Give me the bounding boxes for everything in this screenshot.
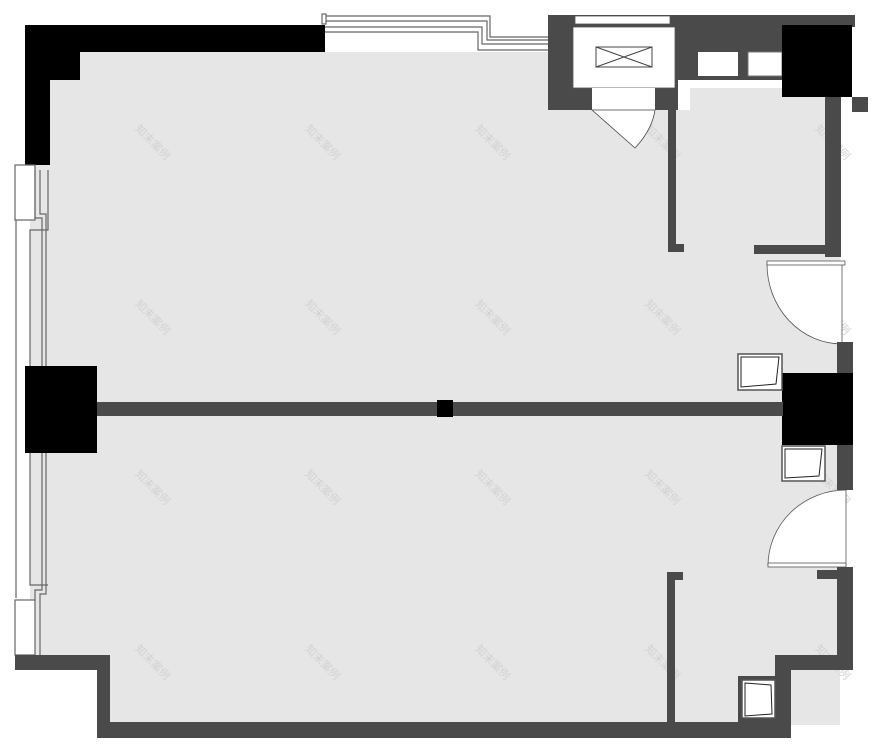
structural-column-top-left: [25, 25, 325, 165]
door-lower: [767, 489, 847, 568]
window-top: [321, 13, 548, 51]
door-upper: [766, 260, 846, 345]
door-swing-icon: [590, 109, 656, 149]
elevator-shaft-icon: [595, 46, 653, 68]
fixture-lower: [741, 679, 776, 719]
interior-partitions: [667, 110, 840, 725]
window-left: [14, 164, 49, 656]
elevator-core: [548, 15, 678, 149]
wall-top-right: [677, 15, 868, 257]
fixture-upper: [737, 353, 783, 391]
fixture-middle: [781, 445, 826, 482]
central-partition: [25, 366, 783, 453]
floor-area: [30, 52, 840, 725]
wall-bottom: [15, 655, 790, 738]
